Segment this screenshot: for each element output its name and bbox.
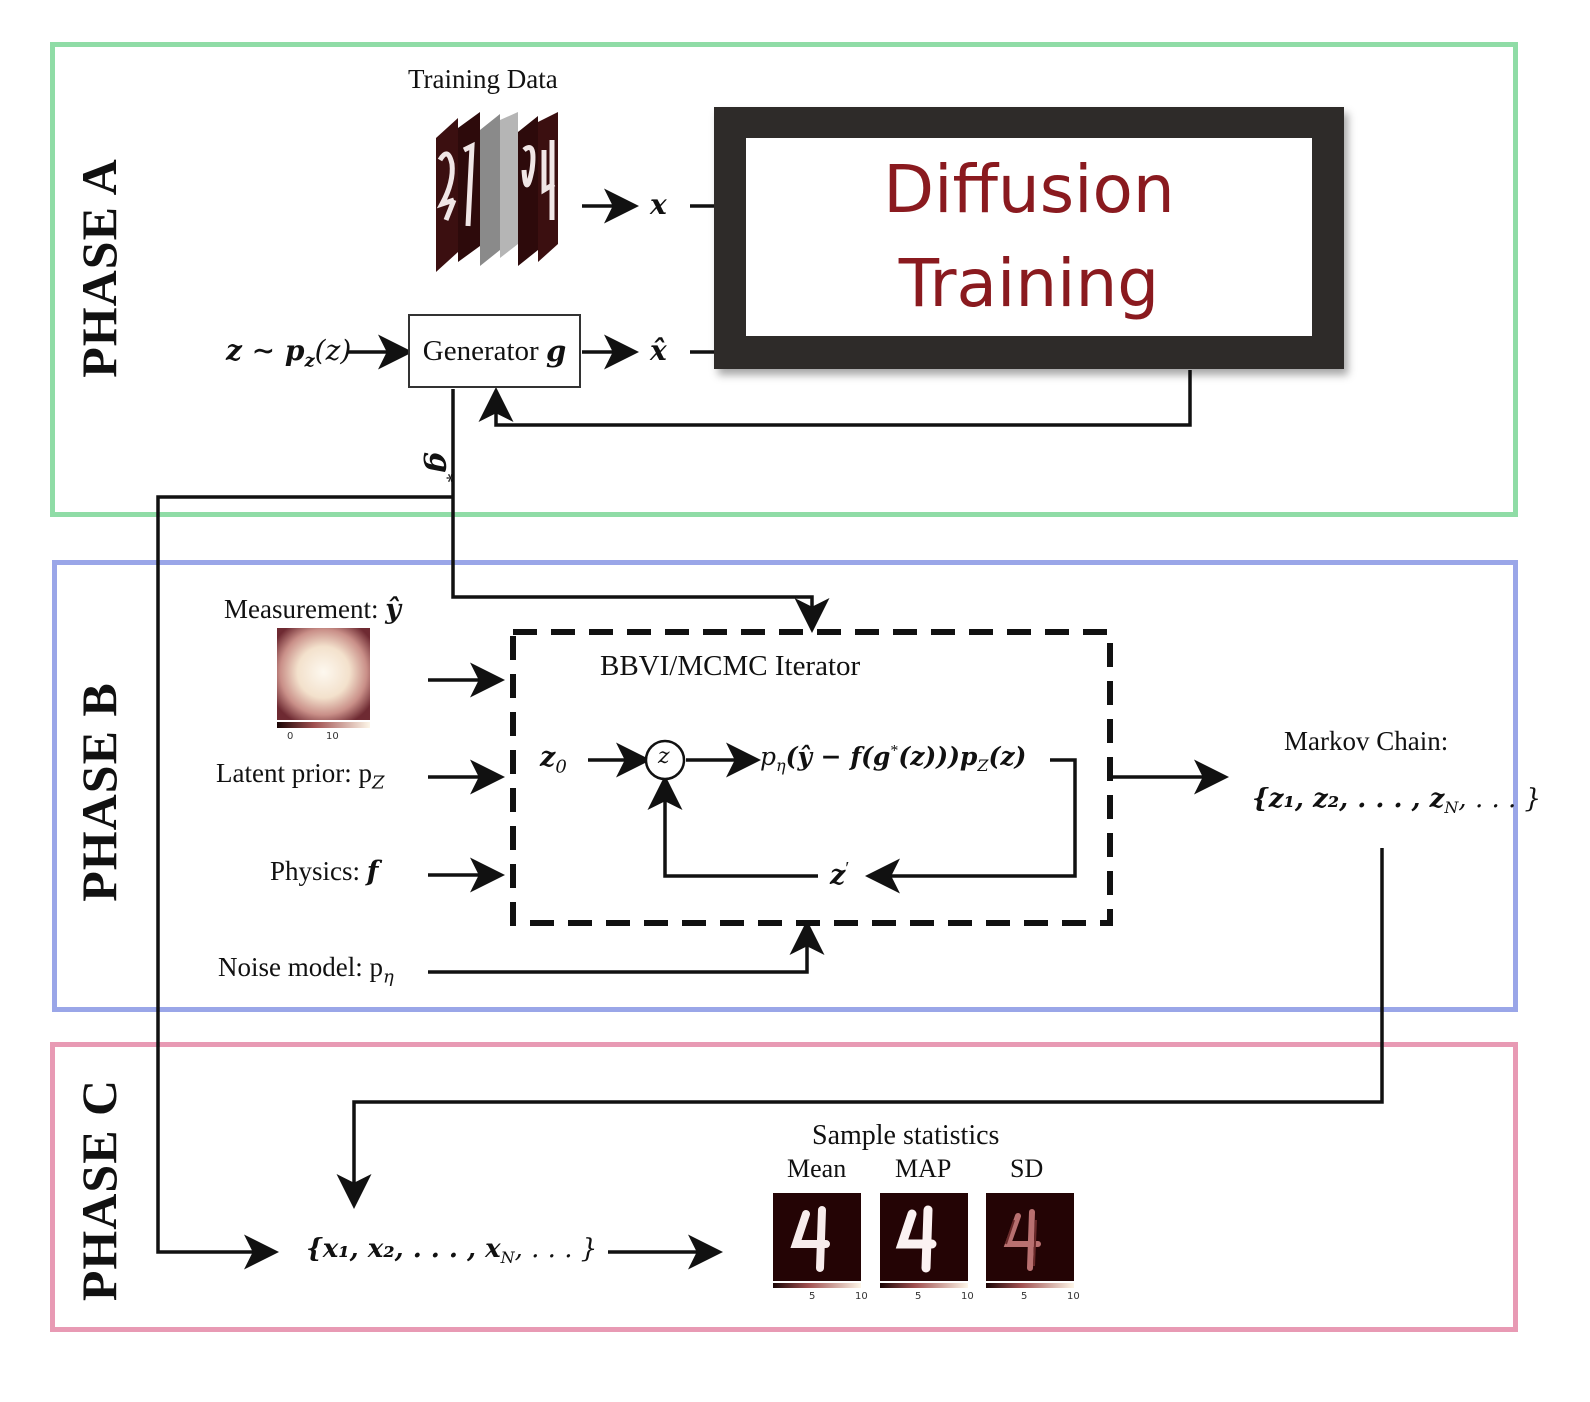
likelihood-tail: (z) [988,742,1027,771]
gstar-to-iterator [451,389,830,633]
arrow-noise-in [428,920,825,974]
noise-model-label: Noise model: pη [218,952,394,987]
measurement-text: Measurement: [224,594,386,624]
generator-var: g [545,334,567,368]
measurement-tick-0: 0 [287,731,294,742]
measurement-tick-1: 10 [326,731,339,742]
zprime-label: z′ [830,858,849,891]
stat-label-sd: SD [1010,1154,1044,1183]
likelihood-sub: η [776,756,786,775]
markov-chain-set: {z₁, z₂, . . . , zN, . . . } [1252,784,1541,817]
physics-text: Physics: [270,856,367,886]
generator-box: Generator g [408,314,581,388]
mean-tick-5: 5 [809,1291,816,1302]
latent-prior-sub: Z [371,772,385,794]
x-samples-set: {x₁, x₂, . . . , xN, . . . } [306,1234,597,1267]
mean-tick-10: 10 [855,1291,868,1302]
map-tick-10: 10 [961,1291,974,1302]
likelihood-expr: pη(ŷ − f(g*(z)))pZ(z) [760,742,1026,775]
noise-text: Noise model: p [218,952,383,982]
z-node [644,739,686,781]
stat-label-mean: Mean [787,1154,847,1183]
xhat-label: x̂ [650,334,667,367]
phase-b-panel [52,560,1518,1012]
generator-label: Generator [422,334,539,367]
x-set-sub: N [500,1248,515,1268]
feedback-diffusion-to-generator [478,370,1192,427]
zprime-var: z [830,860,846,891]
markov-to-phase-c [336,848,1384,1209]
phase-a-panel [50,42,1518,517]
iterator-title: BBVI/MCMC Iterator [600,650,861,682]
z0-var: z [540,742,556,773]
markov-set-text: {z₁, z₂, . . . , z [1252,784,1445,814]
sample-statistics-label: Sample statistics [812,1120,1000,1151]
measurement-label: Measurement: ŷ [224,594,401,625]
loop-zprime-to-z [647,775,818,878]
x-set-tail: , . . . } [514,1234,598,1264]
markov-chain-label: Markov Chain: [1284,726,1449,756]
zprime-sup: ′ [845,858,850,878]
markov-set-sub: N [1444,798,1459,818]
diffusion-training-box: Diffusion Training [746,138,1312,336]
z0-sub: 0 [555,756,567,778]
physics-label: Physics: f [270,856,378,887]
sd-tick-10: 10 [1067,1291,1080,1302]
z-prior-arg: (z) [314,334,352,367]
likelihood-sup: * [890,742,899,760]
latent-prior-text: Latent prior: p [216,758,372,788]
likelihood-rest: (ŷ − f(g [785,742,891,771]
stat-label-map: MAP [895,1154,952,1183]
x-set-text: {x₁, x₂, . . . , x [306,1234,501,1264]
measurement-var: ŷ [385,594,401,625]
likelihood-p: p [760,742,777,771]
diffusion-line-2: Training [898,245,1160,322]
z0-label: z0 [540,742,567,777]
iterator-box [510,629,1113,926]
loop-likelihood-to-zprime [865,758,1077,894]
diffusion-line-1: Diffusion [883,151,1175,228]
x-label: x [650,188,667,221]
phase-c-panel [50,1042,1518,1332]
likelihood-end: (z)))p [898,742,978,771]
z-node-label: z [658,744,670,769]
z-prior-sub: z [304,350,315,372]
noise-sub: η [382,966,394,988]
map-tick-5: 5 [915,1291,922,1302]
physics-var: f [366,856,379,887]
gstar-to-phase-c [156,495,453,1270]
likelihood-sub2: Z [977,756,989,775]
z-prior-label: z ∼ pz(z) [226,334,351,372]
z-prior-text: z ∼ p [226,334,305,367]
training-data-label: Training Data [408,64,558,94]
latent-prior-label: Latent prior: pZ [216,758,384,793]
sd-tick-5: 5 [1021,1291,1028,1302]
markov-set-tail: , . . . } [1458,784,1542,814]
